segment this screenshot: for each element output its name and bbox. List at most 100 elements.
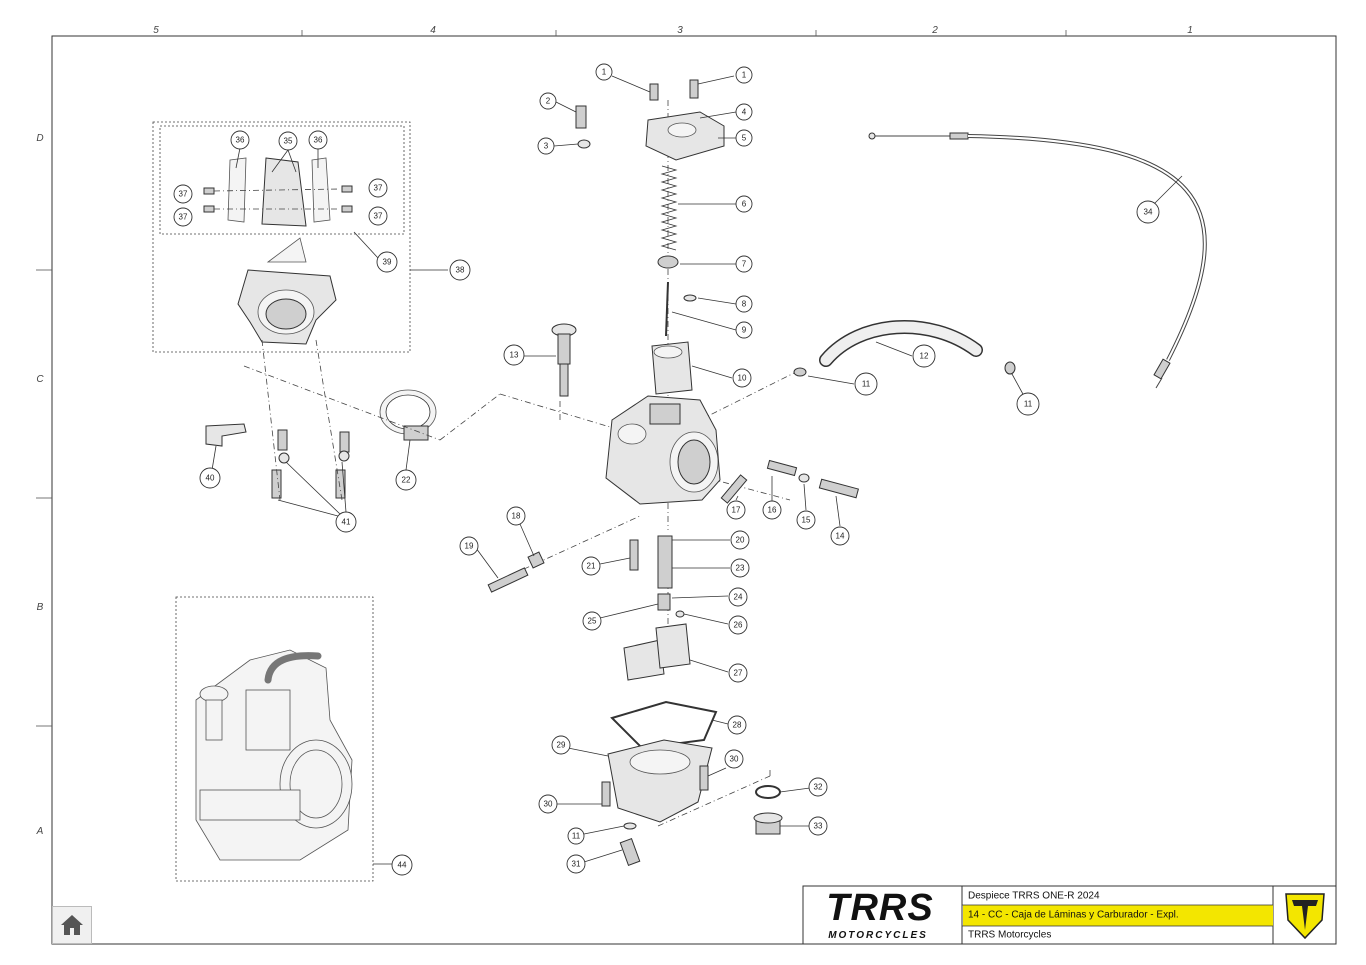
zone-label-top-5: 5 [153,25,159,36]
svg-text:41: 41 [342,518,351,527]
svg-text:14: 14 [836,532,845,541]
callout-35: 35 [278,131,298,151]
callout-37-c: 37 [368,178,388,198]
svg-text:35: 35 [284,137,293,146]
callout-5: 5 [735,129,753,147]
zone-ruler-left [36,269,52,727]
title-line-3: TRRS Motorcycles [968,930,1051,941]
svg-text:10: 10 [738,374,747,383]
callout-20: 20 [730,530,750,550]
svg-text:28: 28 [733,721,742,730]
reed-valve-group [152,121,448,353]
svg-text:37: 37 [374,184,383,193]
callout-36-b: 36 [308,130,328,150]
callout-12: 12 [912,344,936,368]
svg-text:33: 33 [814,822,823,831]
callout-36-a: 36 [230,130,250,150]
zone-label-left-a: A [36,826,44,837]
callout-37-b: 37 [173,207,193,227]
callout-4: 4 [735,103,753,121]
svg-text:1: 1 [602,68,607,77]
callout-38: 38 [449,259,471,281]
callout-1-b: 1 [735,66,753,84]
home-icon [61,915,83,935]
title-block: TRRS MOTORCYCLES Despiece TRRS ONE-R 202… [802,885,1337,945]
callout-6: 6 [735,195,753,213]
svg-text:6: 6 [742,200,747,209]
throttle-cable [868,132,1207,389]
callout-11-b: 11 [1016,392,1040,416]
carb-lower-parts [475,523,811,866]
trrs-shield-icon [1285,893,1325,940]
svg-text:39: 39 [383,258,392,267]
callout-3: 3 [537,137,555,155]
svg-text:40: 40 [206,474,215,483]
callout-10: 10 [732,368,752,388]
callout-21: 21 [581,556,601,576]
svg-text:3: 3 [544,142,549,151]
svg-text:1: 1 [742,71,747,80]
callout-16: 16 [762,500,782,520]
callout-28: 28 [727,715,747,735]
vent-hose [793,320,1025,397]
brand-logo-text: TRRS [826,887,933,929]
svg-text:12: 12 [920,352,929,361]
callout-2: 2 [539,92,557,110]
svg-text:36: 36 [236,136,245,145]
callout-11-a: 11 [854,372,878,396]
svg-text:5: 5 [742,134,747,143]
callout-39: 39 [376,251,398,273]
callout-13: 13 [503,344,525,366]
carburetor-body [524,323,860,527]
svg-text:37: 37 [374,212,383,221]
callout-19: 19 [459,536,479,556]
svg-text:21: 21 [587,562,596,571]
callout-22: 22 [395,469,417,491]
svg-text:19: 19 [465,542,474,551]
svg-text:31: 31 [572,860,581,869]
svg-text:11: 11 [1024,400,1033,409]
callout-37-a: 37 [173,184,193,204]
assembled-carb-preview [175,596,392,882]
callout-44: 44 [391,854,413,876]
svg-text:34: 34 [1144,208,1153,217]
svg-text:15: 15 [802,516,811,525]
zone-label-left-b: B [37,602,44,613]
callout-30-a: 30 [724,749,744,769]
callout-26: 26 [728,615,748,635]
zone-label-top-3: 3 [677,25,683,36]
callout-40: 40 [199,467,221,489]
clip-and-bolts [205,423,350,517]
svg-text:8: 8 [742,300,747,309]
callout-1-a: 1 [595,63,613,81]
svg-text:29: 29 [557,741,566,750]
svg-text:13: 13 [510,351,519,360]
intake-clamp [379,389,437,471]
svg-text:27: 27 [734,669,743,678]
svg-text:30: 30 [730,755,739,764]
callout-34: 34 [1136,200,1160,224]
svg-text:7: 7 [742,260,747,269]
title-line-2: 14 - CC - Caja de Láminas y Carburador -… [968,910,1179,921]
svg-text:26: 26 [734,621,743,630]
svg-text:32: 32 [814,783,823,792]
svg-text:11: 11 [572,832,581,841]
zone-ruler-top [301,30,1067,36]
title-highlight [963,905,1273,926]
svg-text:11: 11 [862,380,871,389]
svg-text:25: 25 [588,617,597,626]
svg-text:37: 37 [179,190,188,199]
callout-37-d: 37 [368,206,388,226]
callout-32: 32 [808,777,828,797]
callout-24: 24 [728,587,748,607]
carb-top-parts [553,75,737,395]
svg-text:16: 16 [768,506,777,515]
svg-text:4: 4 [742,108,747,117]
svg-text:18: 18 [512,512,521,521]
callout-7: 7 [735,255,753,273]
home-button[interactable] [52,906,92,944]
callout-8: 8 [735,295,753,313]
callout-33: 33 [808,816,828,836]
zone-label-top-4: 4 [430,25,436,36]
